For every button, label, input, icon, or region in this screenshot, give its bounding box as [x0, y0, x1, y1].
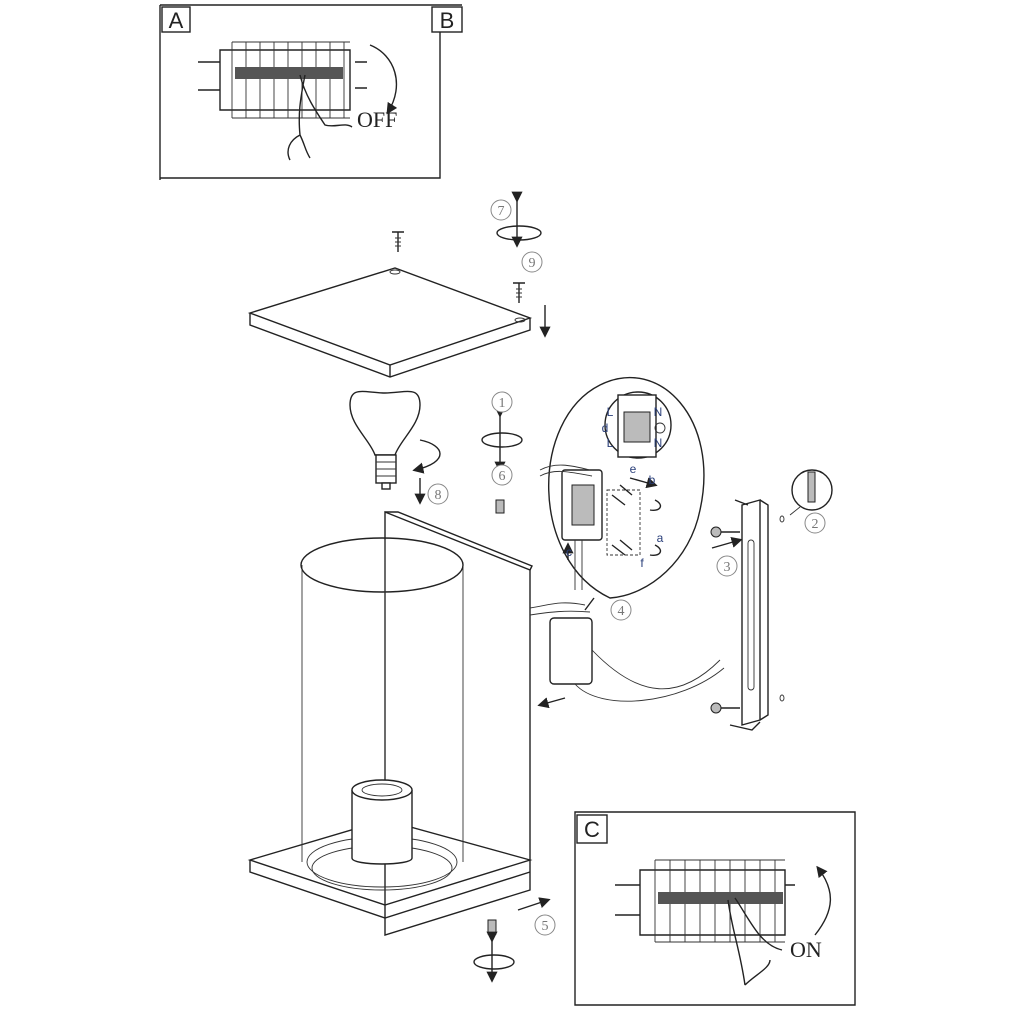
label-b: B — [440, 8, 455, 33]
step-1: 1 — [491, 391, 513, 413]
wall-bracket — [729, 499, 785, 731]
svg-text:5: 5 — [542, 919, 549, 934]
label-a: A — [169, 8, 184, 33]
driver-box — [529, 602, 725, 702]
arrow-down-icon — [369, 44, 398, 115]
svg-text:6: 6 — [499, 469, 506, 484]
wiring-detail — [539, 376, 705, 611]
step-8: 8 — [427, 483, 449, 505]
callout-c: c — [566, 545, 572, 559]
grub-screw-icon — [495, 499, 505, 514]
rotate-arrow-icon — [412, 439, 441, 474]
terminal-label-l-top: L — [607, 405, 614, 419]
rotate-icon — [496, 225, 542, 241]
step-7: 7 — [490, 199, 512, 221]
breaker-strip-icon — [198, 41, 367, 119]
arrow-left-icon — [537, 697, 566, 709]
step-3: 3 — [716, 555, 738, 577]
arrow-right-icon — [517, 897, 551, 911]
earth-icon — [654, 422, 666, 434]
rotate-icon — [481, 432, 523, 448]
wall-screw-icon — [710, 526, 740, 538]
label-box-b — [431, 6, 463, 33]
light-bulb — [349, 390, 421, 490]
hand-icon — [727, 897, 783, 986]
svg-text:3: 3 — [724, 560, 731, 575]
label-box-a — [161, 6, 191, 33]
wall-screw-icon — [710, 702, 740, 714]
arrow-up-icon — [814, 865, 832, 936]
screw-icon — [513, 282, 525, 303]
breaker-strip-icon — [615, 859, 795, 943]
top-cover-plate — [247, 267, 533, 378]
step-2: 2 — [804, 512, 826, 534]
off-text: OFF — [357, 107, 397, 132]
svg-text:1: 1 — [499, 396, 506, 411]
label-box-c — [576, 814, 608, 844]
svg-text:9: 9 — [529, 256, 536, 271]
screw-icon — [392, 231, 404, 252]
callout-f: f — [640, 556, 644, 570]
callout-a: a — [657, 531, 664, 545]
svg-text:8: 8 — [435, 488, 442, 503]
label-c: C — [584, 817, 600, 842]
grub-screw-icon — [487, 919, 497, 935]
lamp-body — [247, 510, 533, 936]
step-4: 4 — [610, 599, 632, 621]
panel-power-off: A B OFF — [159, 4, 463, 180]
callout-e: e — [630, 462, 637, 476]
step-9: 9 — [521, 251, 543, 273]
svg-text:2: 2 — [812, 517, 819, 532]
callout-b: b — [649, 473, 656, 487]
svg-text:4: 4 — [618, 604, 625, 619]
rotate-icon — [473, 954, 515, 970]
drill-detail-icon — [789, 469, 833, 516]
arrow-right-icon — [711, 536, 743, 549]
step-6: 6 — [491, 464, 513, 486]
panel-power-on: C ON — [574, 811, 856, 1006]
terminal-label-l-bottom: L — [607, 436, 614, 450]
hand-icon — [287, 74, 353, 161]
terminal-label-n-top: N — [654, 405, 663, 419]
svg-text:7: 7 — [498, 204, 505, 219]
callout-d: d — [602, 421, 609, 435]
step-5: 5 — [534, 914, 556, 936]
terminal-label-n-bottom: N — [654, 436, 663, 450]
on-text: ON — [790, 937, 822, 962]
